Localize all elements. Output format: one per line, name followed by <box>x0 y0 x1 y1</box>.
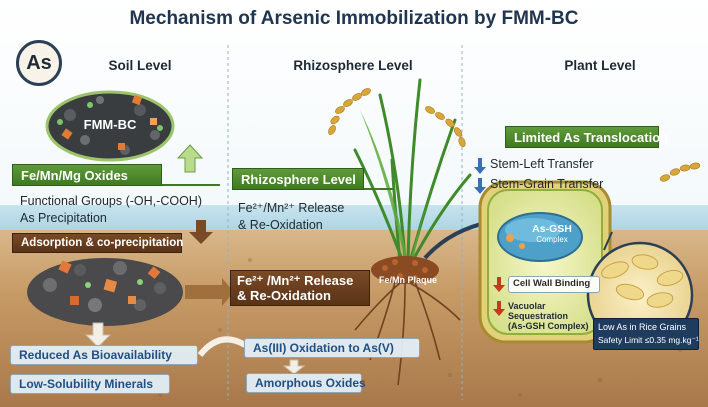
plaque-label: Fe/Mn Plaque <box>368 275 448 285</box>
vacuolar-line2: (As-GSH Complex) <box>508 321 606 331</box>
as-badge: As <box>16 40 62 86</box>
as-precipitation-text: As Precipitation <box>20 210 107 226</box>
oxides-banner: Fe/Mn/Mg Oxides <box>12 164 162 186</box>
rhizosphere-banner: Rhizosphere Level <box>232 168 364 190</box>
vacuolar-line1: Vacuolar Sequestration <box>508 301 606 321</box>
grain-info-line1: Low As in Rice Grains <box>598 321 694 334</box>
adsorption-banner: Adsorption & co-precipitation <box>12 233 182 253</box>
grain-info-box: Low As in Rice Grains Safety Limit ≤0.35… <box>593 318 699 350</box>
amorphous-box: Amorphous Oxides <box>246 373 362 393</box>
oxidation-box: As(III) Oxidation to As(V) <box>244 338 420 358</box>
low-solubility-box: Low-Solubility Minerals <box>10 374 170 394</box>
release-banner: Fe²⁺ /Mn²⁺ Release & Re-Oxidation <box>230 270 370 306</box>
release-banner-line2: & Re-Oxidation <box>237 288 363 303</box>
functional-groups-text: Functional Groups (-OH,-COOH) <box>20 193 202 209</box>
vacuolar-sequestration-text: Vacuolar Sequestration (As-GSH Complex) <box>508 301 606 331</box>
as-badge-label: As <box>26 52 52 74</box>
fmm-bc-label: FMM-BC <box>78 117 142 132</box>
as-gsh-complex: Complex <box>522 235 582 244</box>
stem-left-text: Stem-Left Transfer <box>490 156 594 172</box>
oxides-underline <box>162 184 220 186</box>
translocation-banner: Limited As Translocation <box>505 126 659 148</box>
release-banner-line1: Fe²⁺ /Mn²⁺ Release <box>237 273 363 288</box>
release-text-line1: Fe²⁺/Mn²⁺ Release <box>238 200 344 216</box>
as-gsh-title: As-GSH <box>522 223 582 235</box>
release-text-line2: & Re-Oxidation <box>238 217 323 233</box>
stem-grain-text: Stem-Grain Transfer <box>490 176 603 192</box>
reduced-bioavailability-box: Reduced As Bioavailability <box>10 345 198 365</box>
cell-wall-binding-box: Cell Wall Binding <box>508 276 600 293</box>
page-title: Mechanism of Arsenic Immobilization by F… <box>0 8 708 30</box>
plant-level-heading: Plant Level <box>535 58 665 73</box>
rhizosphere-level-heading: Rhizosphere Level <box>268 58 438 73</box>
rhizosphere-underline <box>364 188 394 190</box>
as-gsh-label: As-GSH Complex <box>522 223 582 244</box>
soil-level-heading: Soil Level <box>75 58 205 73</box>
grain-info-line2: Safety Limit ≤0.35 mg.kg⁻¹ <box>598 334 694 347</box>
